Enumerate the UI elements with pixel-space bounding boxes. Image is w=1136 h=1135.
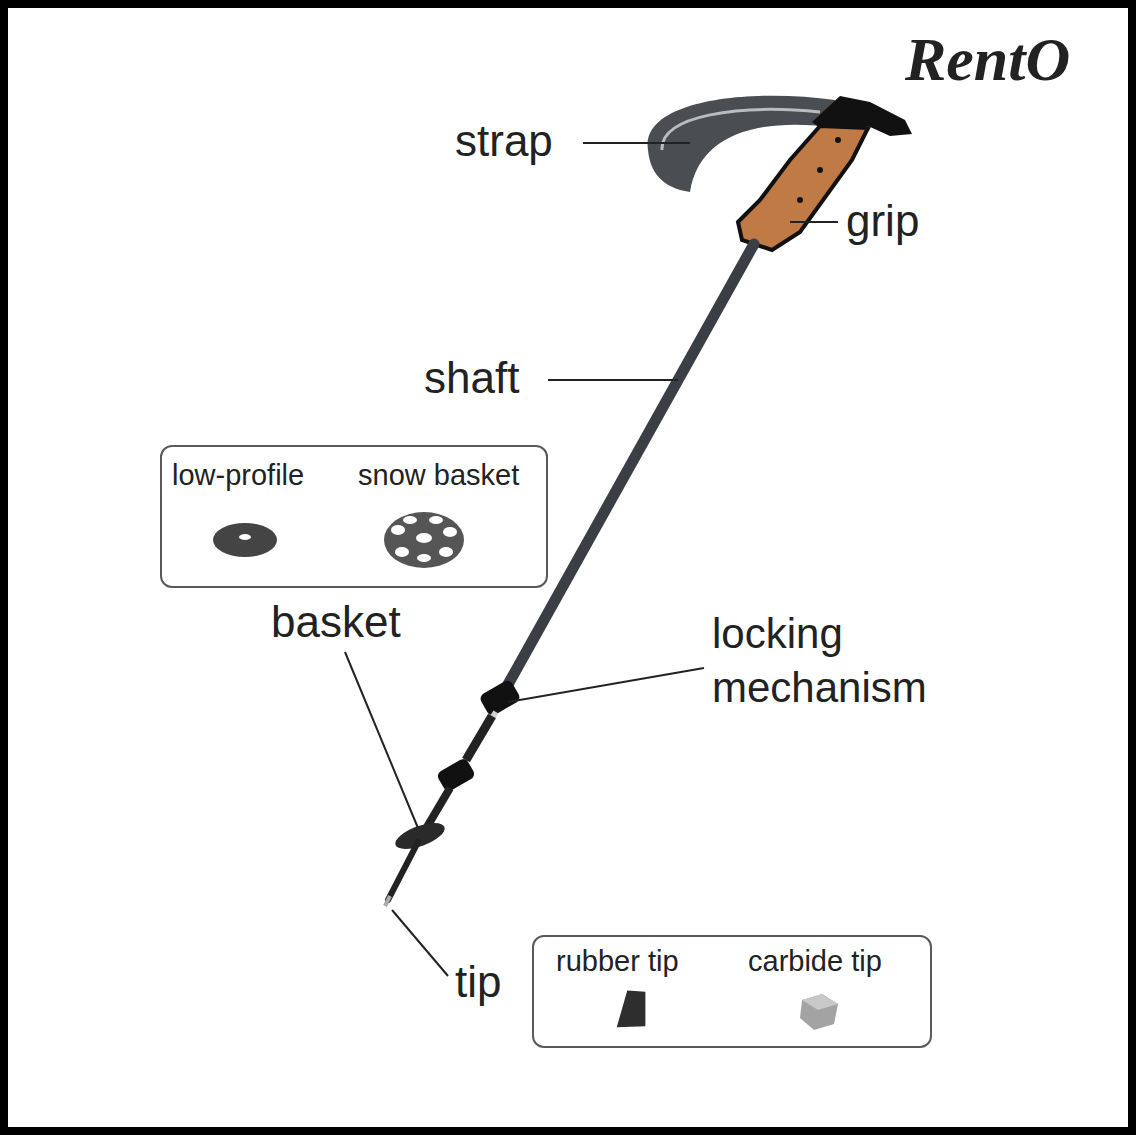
grip-dot bbox=[835, 137, 841, 143]
option-box: rubber tip carbide tip bbox=[532, 935, 932, 1048]
lock-lever bbox=[478, 679, 521, 718]
part-label: basket bbox=[271, 597, 401, 648]
frame bbox=[4, 4, 1132, 1131]
leader-line bbox=[548, 379, 678, 381]
lock-lever bbox=[436, 757, 476, 793]
option-box: low-profile snow basket bbox=[160, 445, 548, 588]
grip-dot bbox=[797, 197, 803, 203]
carbide-tip-icon bbox=[800, 994, 838, 1030]
leader-line bbox=[508, 668, 704, 702]
low-profile-hole bbox=[239, 534, 251, 540]
part-label: shaft bbox=[424, 353, 519, 404]
option-label: low-profile bbox=[172, 459, 304, 492]
part-label: grip bbox=[846, 196, 919, 247]
part-label: tip bbox=[455, 957, 501, 1008]
rubber-tip-icon bbox=[617, 988, 652, 1032]
watermark: RentO bbox=[905, 24, 1070, 95]
leader-line bbox=[345, 652, 418, 828]
option-label: snow basket bbox=[358, 459, 519, 492]
low-profile-icon bbox=[213, 523, 277, 557]
shaft-joint bbox=[464, 712, 496, 762]
leader-line bbox=[790, 221, 838, 223]
leader-line bbox=[583, 142, 690, 144]
option-label: rubber tip bbox=[556, 945, 679, 978]
snow-basket-icon bbox=[384, 512, 464, 568]
tip-shaft bbox=[388, 842, 418, 900]
part-label: locking mechanism bbox=[712, 607, 1012, 715]
grip-dot bbox=[817, 167, 823, 173]
basket-shape bbox=[392, 818, 448, 855]
shaft-middle bbox=[466, 716, 492, 760]
part-label: strap bbox=[455, 116, 553, 167]
tip-point bbox=[385, 896, 390, 906]
leader-line bbox=[392, 910, 448, 976]
option-label: carbide tip bbox=[748, 945, 882, 978]
